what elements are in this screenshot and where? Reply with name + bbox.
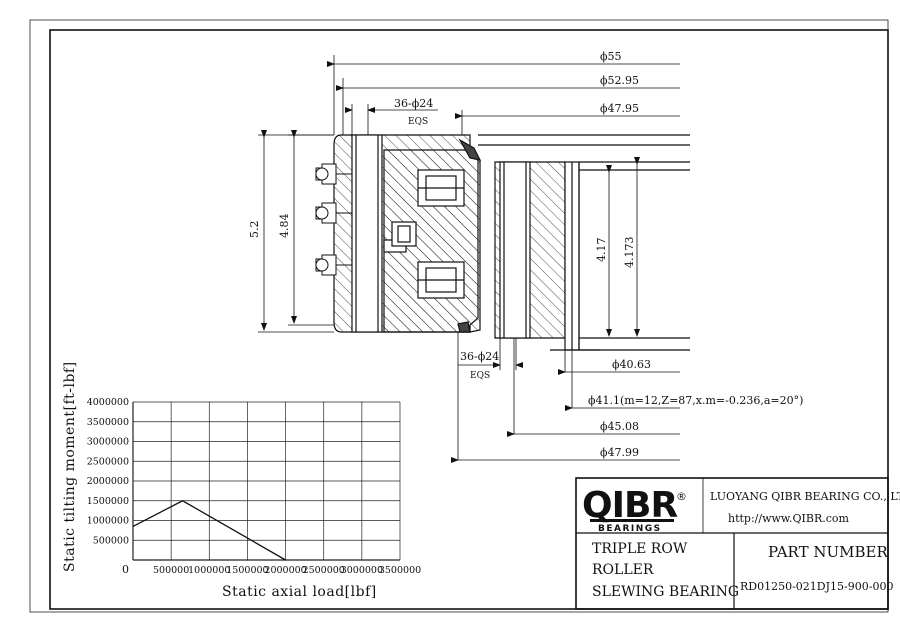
- dim-phi-52-95: ϕ52.95: [600, 74, 639, 87]
- dim-height-4-84: 4.84: [278, 214, 291, 239]
- brand-logo-subtitle: BEARINGS: [598, 524, 662, 534]
- chart-y-tick-label: 4000000: [87, 397, 129, 408]
- sheet-inner-border: [49, 29, 889, 610]
- chart-y-tick-label: 500000: [93, 535, 129, 546]
- company-name: LUOYANG QIBR BEARING CO., LTD: [710, 490, 900, 503]
- chart-x-tick-label: 3500000: [379, 565, 421, 576]
- brand-logo-registered: ®: [676, 490, 687, 503]
- chart-series-point: [284, 559, 287, 561]
- dim-phi-55: ϕ55: [600, 50, 622, 63]
- chart-y-axis-title: Static tilting moment[ft-lbf]: [62, 361, 78, 572]
- dim-phi-47-99: ϕ47.99: [600, 446, 639, 459]
- dim-bolt-bottom: 36-ϕ24: [460, 350, 499, 363]
- dim-phi-45-08: ϕ45.08: [600, 420, 639, 433]
- mounting-bolts: [315, 163, 352, 276]
- chart-y-tick-label: 2500000: [87, 456, 129, 467]
- title-block: [575, 477, 889, 610]
- chart-y-tick-label: 2000000: [87, 476, 129, 487]
- outer-bolt-bore: [351, 134, 383, 333]
- dim-phi-47-95: ϕ47.95: [600, 102, 639, 115]
- chart-x-tick-label: 1500000: [226, 565, 268, 576]
- chart-series-point: [132, 525, 134, 528]
- bolt-2: [315, 202, 352, 224]
- part-number-label: PART NUMBER: [768, 543, 888, 561]
- chart-y-tick-label: 1500000: [87, 496, 129, 507]
- chart-y-tick-label: 3500000: [87, 417, 129, 428]
- company-website: http://www.QIBR.com: [728, 512, 850, 525]
- chart-series-point: [181, 500, 184, 502]
- dim-bolt-bottom-eqs: EQS: [470, 371, 490, 381]
- dim-bolt-top: 36-ϕ24: [394, 97, 433, 110]
- dim-phi-40-63: ϕ40.63: [612, 358, 651, 371]
- bolt-1: [315, 163, 352, 185]
- chart-y-tick-label: 3000000: [87, 437, 129, 448]
- product-desc-line-1: TRIPLE ROW: [592, 541, 688, 557]
- bearing-section: [333, 134, 690, 351]
- dim-phi-41-1-gear: ϕ41.1(m=12,Z=87,x.m=-0.236,a=20°): [588, 394, 803, 407]
- chart-x-tick-label: 3000000: [341, 565, 383, 576]
- chart-x-tick-label: 0: [122, 563, 129, 576]
- dim-height-4-17: 4.17: [595, 238, 608, 263]
- dimension-lines: [258, 55, 680, 463]
- product-desc-line-3: SLEWING BEARING: [592, 584, 739, 600]
- dim-bolt-top-eqs: EQS: [408, 117, 428, 127]
- brand-logo-bar: [590, 519, 674, 522]
- bolt-3: [315, 254, 352, 276]
- chart-x-axis-title: Static axial load[lbf]: [222, 584, 377, 600]
- lower-seal: [457, 321, 471, 333]
- dim-height-4-173: 4.173: [623, 237, 636, 269]
- upper-seal: [458, 138, 482, 161]
- product-desc-line-2: ROLLER: [592, 562, 654, 578]
- chart-x-tick-label: 1000000: [188, 565, 230, 576]
- part-number-value: RD01250-021DJ15-900-000: [740, 580, 893, 593]
- chart-x-tick-label: 500000: [153, 565, 189, 576]
- inner-bolt-bore: [499, 161, 531, 339]
- chart-x-tick-label: 2000000: [264, 565, 306, 576]
- dim-height-5-2: 5.2: [248, 221, 261, 239]
- chart-x-tick-label: 2500000: [303, 565, 345, 576]
- chart-y-tick-label: 1000000: [87, 516, 129, 527]
